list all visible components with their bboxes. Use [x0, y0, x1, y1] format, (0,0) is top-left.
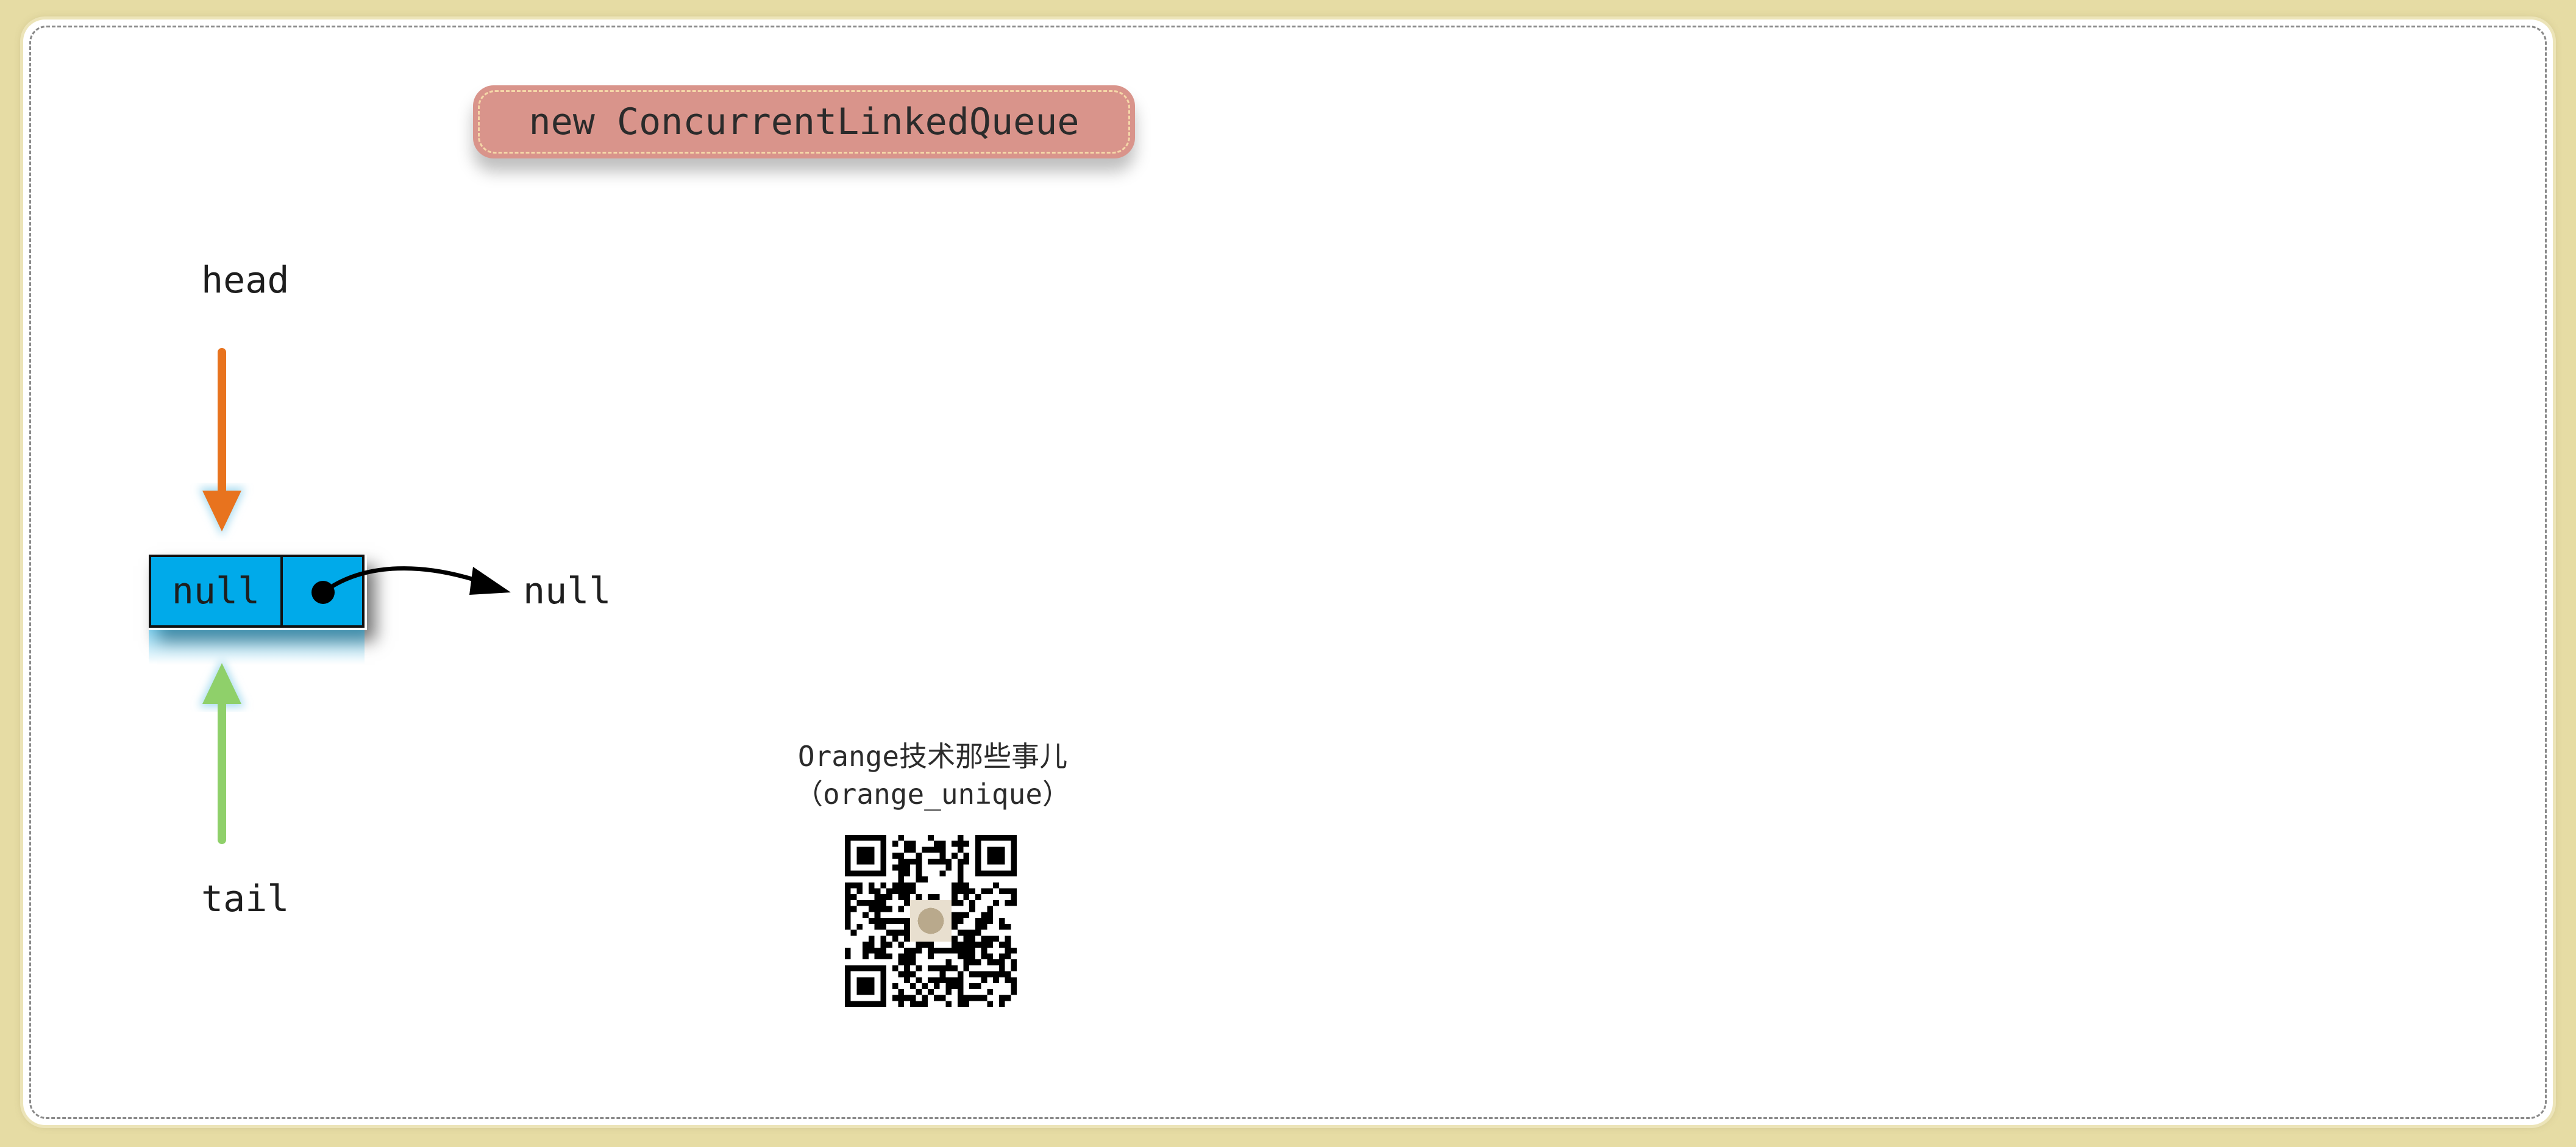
- head-arrow: [199, 341, 245, 536]
- dashed-border: [29, 26, 2547, 1119]
- node-item-cell: null: [151, 557, 283, 625]
- tail-label: tail: [201, 878, 290, 920]
- next-null-label: null: [523, 570, 611, 613]
- head-label: head: [201, 259, 290, 302]
- title-text: new ConcurrentLinkedQueue: [528, 101, 1080, 143]
- tail-arrow: [199, 658, 245, 850]
- brand-block: Orange技术那些事儿 （orange_unique）: [731, 737, 1134, 813]
- next-pointer-arrow: [311, 566, 511, 604]
- brand-handle: （orange_unique）: [794, 778, 1071, 811]
- title-banner: new ConcurrentLinkedQueue: [473, 85, 1135, 158]
- brand-name: Orange技术那些事儿: [797, 740, 1068, 773]
- node-reflection: [149, 630, 365, 664]
- qr-code: [845, 835, 1017, 1007]
